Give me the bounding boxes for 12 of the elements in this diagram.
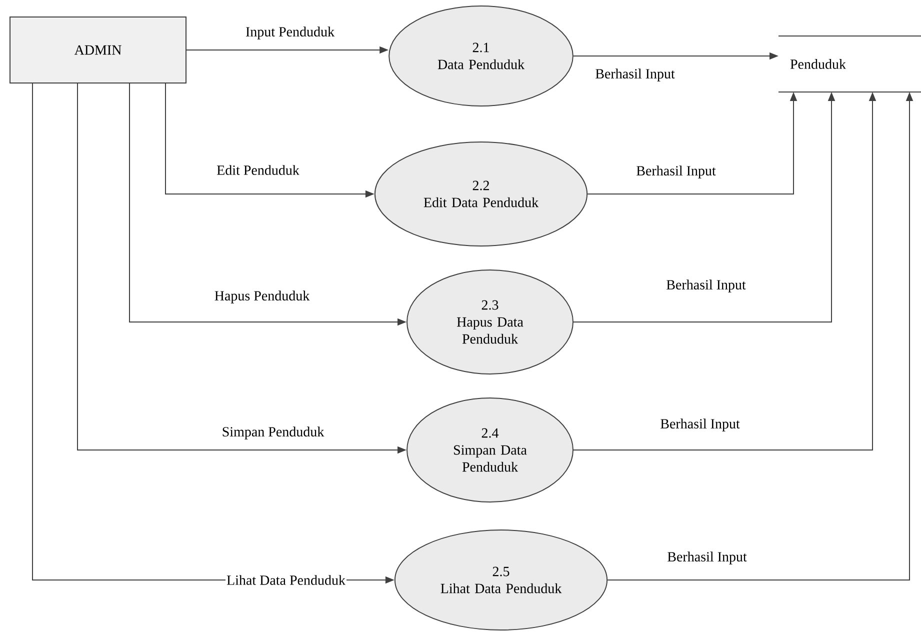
edge-label: Berhasil Input [635, 164, 717, 180]
entity-box: ADMIN [10, 16, 186, 84]
edge-label: Berhasil Input [665, 278, 747, 294]
edge-label: Berhasil Input [659, 418, 741, 432]
edge-label: Lihat Data Penduduk [226, 574, 346, 586]
edge-label: Berhasil Input [666, 550, 748, 566]
edge-label: Hapus Penduduk [213, 290, 311, 304]
edge-label: Simpan Penduduk [220, 426, 326, 440]
edge-label: Edit Penduduk [216, 164, 300, 176]
edge-label: Input Penduduk [244, 26, 336, 40]
edge-label: Berhasil Input [594, 68, 676, 82]
data-store: Penduduk [778, 36, 921, 92]
